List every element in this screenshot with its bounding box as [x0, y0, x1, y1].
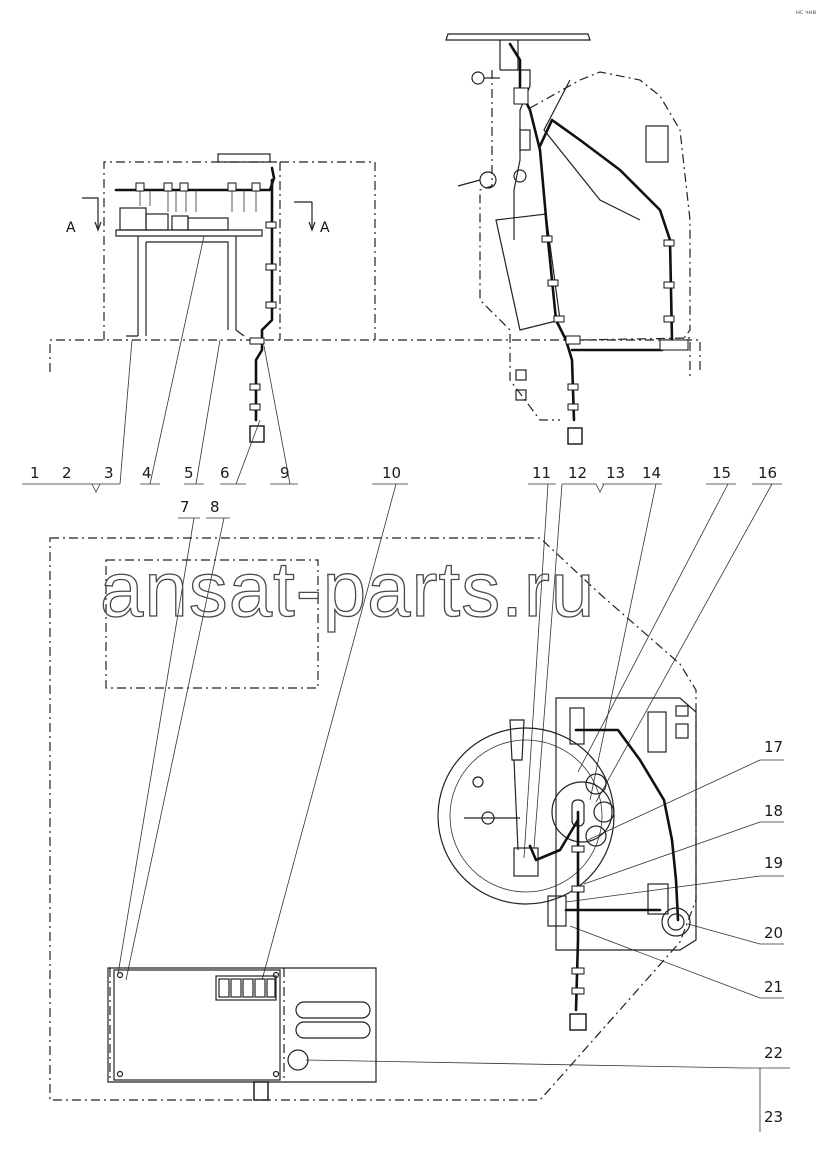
callout-14: 14	[642, 464, 661, 482]
upper-callouts: 1 2 3 4 5 6 9 10	[22, 235, 408, 981]
callout-15: 15	[712, 464, 731, 482]
callout-9: 9	[280, 464, 290, 482]
callout-21: 21	[764, 978, 783, 996]
callout-17: 17	[764, 738, 783, 756]
side-callouts: 7 8 17 18 19 20 21 22 23	[117, 498, 790, 1132]
plan-view	[49, 537, 697, 1101]
callout-7: 7	[180, 498, 190, 516]
callout-22: 22	[764, 1044, 783, 1062]
callout-18: 18	[764, 802, 783, 820]
sheet-id: нс чнв	[796, 9, 817, 16]
callout-16: 16	[758, 464, 777, 482]
callout-3: 3	[104, 464, 114, 482]
callout-11: 11	[532, 464, 551, 482]
callout-8: 8	[210, 498, 220, 516]
callout-4: 4	[142, 464, 152, 482]
section-mark-right: A	[320, 220, 330, 236]
front-panel-view: A A	[49, 153, 701, 443]
callout-1: 1	[30, 464, 40, 482]
callout-10: 10	[382, 464, 401, 482]
callout-20: 20	[764, 924, 783, 942]
callout-6: 6	[220, 464, 230, 482]
side-machine-view	[445, 33, 691, 445]
callout-19: 19	[764, 854, 783, 872]
callout-5: 5	[184, 464, 194, 482]
watermark: ansat-parts.ru	[100, 545, 595, 633]
section-mark-left: A	[66, 220, 76, 236]
callout-12: 12	[568, 464, 587, 482]
callout-2: 2	[62, 464, 72, 482]
right-callouts: 11 12 13 14 15 16	[523, 464, 782, 859]
callout-23: 23	[764, 1108, 783, 1126]
callout-13: 13	[606, 464, 625, 482]
